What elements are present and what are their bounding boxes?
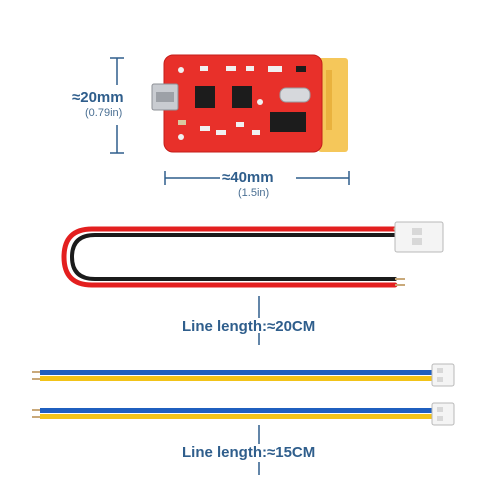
jst-connector-1: [431, 363, 455, 387]
blue-yellow-cable-1: [32, 370, 434, 381]
length-label-15cm: Line length:≈15CM: [182, 444, 316, 461]
width-sub-label: (1.5in): [238, 187, 270, 199]
bluetooth-amplifier-board: [151, 54, 348, 153]
height-dimension-line: [110, 57, 124, 154]
jst-connector-red-black: [394, 221, 444, 253]
red-black-cable: [61, 226, 404, 288]
width-dimension-line: [164, 171, 350, 185]
blue-yellow-cable-2: [32, 408, 434, 419]
width-label: ≈40mm: [222, 169, 274, 186]
bare-wire-end: [395, 278, 405, 286]
jst-connector-2: [431, 402, 455, 426]
length-label-20cm: Line length:≈20CM: [182, 318, 316, 335]
height-sub-label: (0.79in): [85, 107, 123, 119]
height-label: ≈20mm: [72, 89, 124, 106]
